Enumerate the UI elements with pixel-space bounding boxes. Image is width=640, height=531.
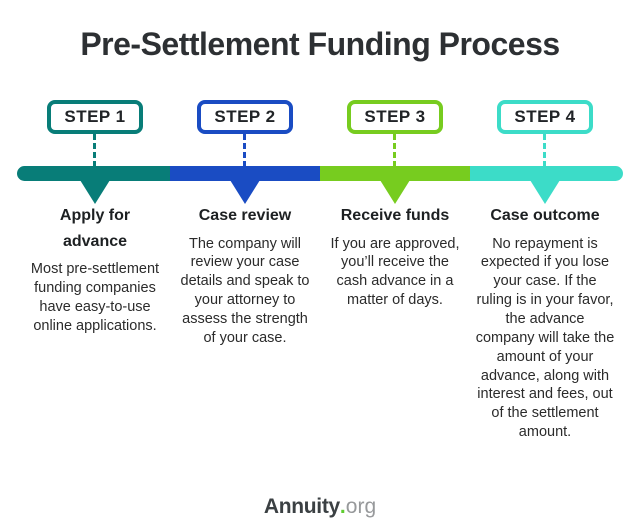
step-4-column: Case outcome No repayment is expected if… [470,203,620,442]
step-2-connector-line [243,134,246,167]
timeline-segment-2 [170,166,320,181]
step-3-down-arrow-icon [380,180,410,204]
step-3-connector-line [393,134,396,167]
step-1-badge: STEP 1 [47,100,143,134]
step-1-column: Apply for advance Most pre-settlement fu… [20,203,170,336]
step-4-connector-line [543,134,546,167]
brand-dot: . [339,495,346,518]
step-4-heading: Case outcome [490,207,600,224]
step-4-badge: STEP 4 [497,100,593,134]
timeline-segment-1 [17,166,170,181]
timeline-segment-3 [320,166,470,181]
step-1-connector-line [93,134,96,167]
timeline-segment-4 [470,166,623,181]
step-2-column: Case review The company will review your… [170,203,320,348]
timeline-bar [17,166,623,181]
step-3-description: If you are approved, you’ll receive the … [330,235,460,309]
step-2-heading: Case review [198,207,292,224]
page-title: Pre-Settlement Funding Process [80,26,560,62]
step-1-heading: Apply for advance [59,207,131,250]
brand-logo: Annuity.org [0,495,640,519]
step-2-badge: STEP 2 [197,100,293,134]
brand-name: Annuity [263,495,340,518]
step-4-description: No repayment is expected if you lose you… [475,235,615,441]
step-3-heading: Receive funds [340,207,450,224]
step-2-down-arrow-icon [230,180,260,204]
step-2-description: The company will review your case detail… [180,235,310,346]
brand-tld: org [345,495,377,518]
step-3-badge: STEP 3 [347,100,443,134]
step-1-down-arrow-icon [80,180,110,204]
step-4-down-arrow-icon [530,180,560,204]
step-1-description: Most pre-settlement funding companies ha… [30,261,160,334]
step-3-column: Receive funds If you are approved, you’l… [320,203,470,310]
